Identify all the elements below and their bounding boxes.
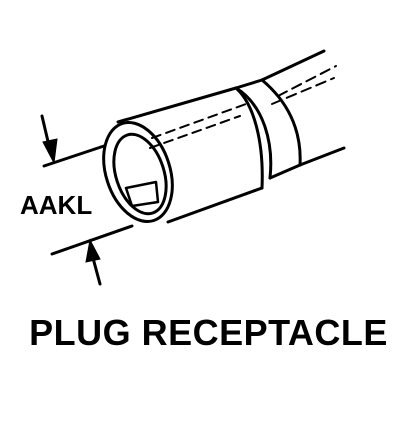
wire-bottom-edge [298,146,346,167]
barrel-front-shoulder [234,86,264,190]
dimension-arrow-bottom [85,238,102,286]
dimension-label: AAKL [20,190,92,220]
crimp-collar [234,78,302,180]
barrel-bottom-edge [166,186,264,224]
barrel-top-edge [116,86,238,124]
wire-top-edge [260,49,326,82]
wire-hidden-line-2 [271,77,335,105]
wire-hidden-line-1 [277,65,337,97]
receptacle-barrel [116,86,264,224]
part-caption: PLUG RECEPTACLE [29,312,388,353]
dimension-arrow-top [40,114,58,165]
receptacle-mouth [102,120,174,224]
spring-slot [124,180,160,208]
collar-back-edge [260,78,302,167]
barrel-hidden-line-2 [149,115,241,149]
mouth-inner-rim [112,132,168,216]
collar-front-edge [234,86,273,180]
collar-bottom [268,163,302,180]
mouth-outer-rim [102,120,174,224]
wire [260,49,346,167]
barrel-hidden-line-1 [151,103,247,139]
collar-top [234,78,264,90]
extension-line-bottom [50,224,134,256]
